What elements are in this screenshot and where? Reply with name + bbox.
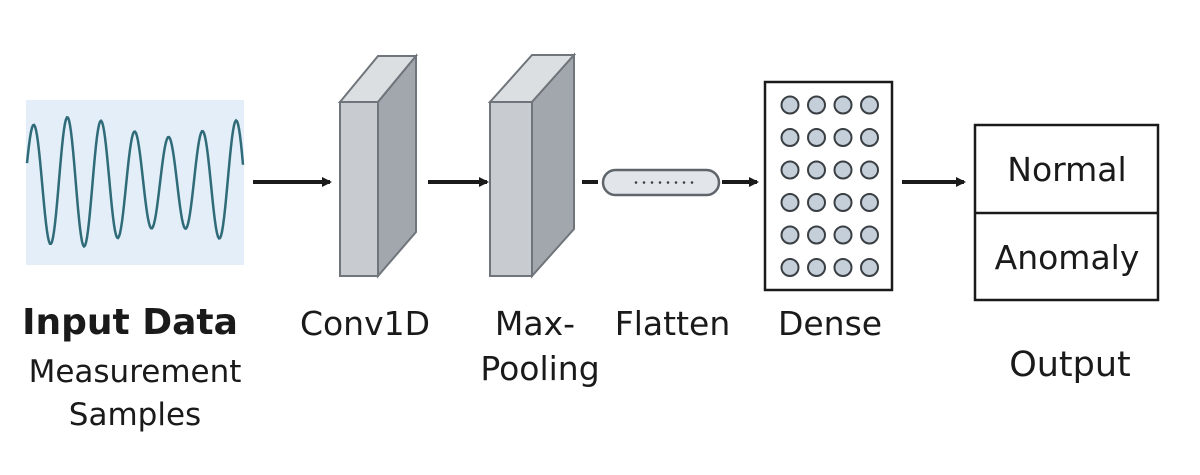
dense-node [807,225,826,245]
maxpool-block [487,52,577,279]
dense-node [780,225,800,245]
input-title: Input Data [22,302,238,343]
signal-background [26,100,244,265]
flatten-dot [634,181,638,184]
input-signal-panel [25,100,245,265]
maxpool-label-line1: Max- [494,304,576,343]
dense-nodes [780,95,879,277]
flatten-dot [690,181,694,184]
output-class-normal: Normal [1007,150,1127,189]
flatten-dots [634,181,694,184]
flatten-dot [674,181,678,184]
dense-node [807,193,826,212]
dense-node [807,160,826,180]
flatten-label: Flatten [614,304,731,343]
dense-node [860,160,879,180]
dense-node [780,160,800,180]
dense-node [833,160,853,180]
dense-label: Dense [777,304,883,343]
dense-node [833,193,853,212]
maxpool-front-face [489,101,533,277]
flatten-vector [601,168,721,197]
dense-node [780,95,800,115]
flatten-dot [666,181,670,184]
input-subtitle-line1: Measurement [28,354,242,390]
flatten-dot [682,181,686,184]
flatten-dot [642,181,646,184]
dense-node [860,258,879,277]
dense-node [833,225,853,245]
dense-node [780,258,800,277]
dense-node [780,128,800,147]
conv1d-block [337,53,419,279]
input-subtitle-line2: Samples [68,397,202,433]
dense-node [807,95,826,115]
output-label: Output [1009,345,1131,385]
waveform-icon [25,115,245,249]
dense-node [833,95,853,115]
conv1d-label: Conv1D [299,304,431,343]
conv1d-front-face [339,101,379,277]
dense-node [833,258,853,277]
dense-frame [763,80,894,292]
dense-node [860,95,879,115]
dense-node [833,128,853,147]
dense-layer [763,80,894,292]
dense-node [807,128,826,147]
flatten-dot [650,181,654,184]
maxpool-label-line2: Pooling [480,349,600,388]
flatten-dot [658,181,662,184]
output-class-anomaly: Anomaly [994,238,1140,277]
dense-node [860,193,879,212]
dense-node [860,128,879,147]
dense-node [807,258,826,277]
output-box [973,123,1160,302]
dense-node [860,225,879,245]
dense-node [780,193,800,212]
